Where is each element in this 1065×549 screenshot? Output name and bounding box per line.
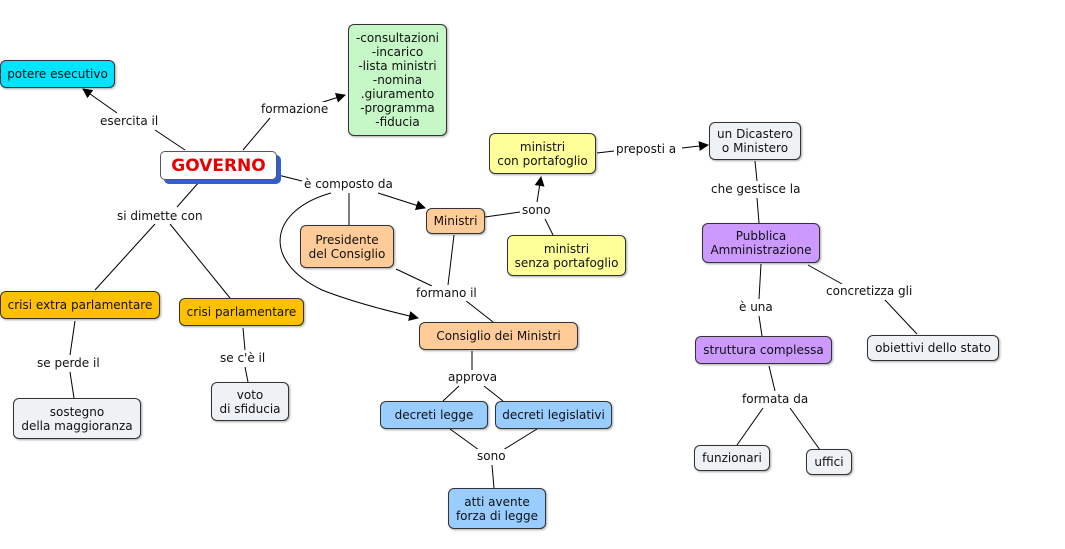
line-preposti-dicastero: [681, 141, 709, 151]
node-decreti-legge[interactable]: decreti legge: [380, 401, 488, 429]
node-struttura-complessa[interactable]: struttura complessa: [695, 336, 832, 364]
line-concretizza-obiettivi: [884, 299, 918, 335]
line-con-preposti: [596, 150, 615, 154]
line-ministri-sono: [484, 211, 521, 218]
node-obiettivi-dello-stato[interactable]: obiettivi dello stato: [867, 335, 999, 361]
line-dlegge-sono: [449, 428, 480, 451]
node-sostegno-maggioranza[interactable]: sostegno della maggioranza: [13, 398, 141, 439]
line-pa-euna: [758, 263, 762, 300]
line-dlegislativi-sono: [502, 428, 538, 451]
link-label-sono-ministri: sono: [520, 203, 553, 218]
line-struttura-formata: [768, 365, 776, 392]
line-esercita-potere: [82, 88, 118, 114]
node-funzionari[interactable]: funzionari: [694, 445, 770, 471]
node-potere-esecutivo[interactable]: potere esecutivo: [0, 60, 115, 88]
link-label-esercita-il: esercita il: [98, 114, 161, 129]
line-sono-atti: [491, 464, 495, 489]
line-dimette-parlamentare: [169, 223, 231, 299]
line-governo-esercita: [154, 129, 186, 151]
line-ministri-formano: [447, 234, 455, 286]
link-label-composto-da: è composto da: [302, 177, 395, 192]
node-ministri-senza-portafoglio[interactable]: ministri senza portafoglio: [507, 235, 626, 276]
line-parlamentare-secce: [242, 327, 246, 351]
line-sono-senza: [544, 218, 554, 236]
line-seperde-sostegno: [69, 371, 75, 399]
link-label-sono-decreti: sono: [475, 449, 508, 464]
line-governo-dimette: [176, 180, 201, 208]
link-label-formazione: formazione: [259, 102, 331, 117]
node-atti-forza-di-legge[interactable]: atti avente forza di legge: [448, 488, 546, 529]
node-ministri-con-portafoglio[interactable]: ministri con portafoglio: [489, 133, 596, 174]
node-voto-di-sfiducia[interactable]: voto di sfiducia: [211, 382, 289, 421]
line-dimette-extra: [94, 223, 156, 291]
link-label-concretizza-gli: concretizza gli: [824, 284, 915, 299]
line-formano-consiglio: [464, 299, 494, 323]
line-approva-dlegislativi: [483, 385, 504, 402]
line-extra-seperde: [69, 320, 76, 356]
node-crisi-parlamentare[interactable]: crisi parlamentare: [179, 298, 304, 326]
node-presidente[interactable]: Presidente del Consiglio: [300, 225, 394, 268]
link-label-approva: approva: [446, 370, 500, 385]
line-approva-dlegge: [442, 385, 460, 402]
link-label-si-dimette-con: si dimette con: [115, 209, 205, 224]
line-composto-consiglio: [279, 192, 419, 321]
node-governo[interactable]: GOVERNO: [160, 151, 277, 180]
link-label-e-una: è una: [737, 300, 775, 315]
node-uffici[interactable]: uffici: [806, 449, 852, 475]
line-formata-funzionari: [736, 407, 764, 446]
node-decreti-legislativi[interactable]: decreti legislativi: [495, 401, 612, 429]
line-governo-composto: [277, 174, 303, 182]
node-pubblica-amministrazione[interactable]: Pubblica Amministrazione: [702, 223, 820, 263]
node-formazione-steps[interactable]: -consultazioni -incarico -lista ministri…: [348, 24, 447, 136]
line-euna-struttura: [758, 315, 763, 337]
node-dicastero[interactable]: un Dicastero o Ministero: [709, 122, 801, 160]
line-formazione-steps: [319, 92, 346, 104]
line-composto-ministri: [377, 192, 426, 211]
line-presidente-formano: [395, 268, 433, 287]
link-label-che-gestisce-la: che gestisce la: [709, 182, 803, 197]
link-label-se-perde-il: se perde il: [35, 356, 102, 371]
node-ministri[interactable]: Ministri: [426, 208, 485, 234]
line-sono-con: [534, 176, 545, 203]
link-label-se-ce-il: se c'è il: [218, 351, 268, 366]
link-label-formata-da: formata da: [740, 392, 811, 407]
node-consiglio-dei-ministri[interactable]: Consiglio dei Ministri: [419, 322, 578, 350]
link-label-preposti-a: preposti a: [614, 142, 679, 157]
line-governo-formazione: [242, 117, 271, 151]
line-gestisce-pa: [756, 197, 760, 224]
node-crisi-extra-parlamentare[interactable]: crisi extra parlamentare: [0, 291, 160, 319]
link-label-formano-il: formano il: [414, 286, 479, 301]
line-pa-concretizza: [807, 264, 843, 285]
line-secce-voto: [244, 366, 249, 383]
line-dicastero-gestisce: [754, 160, 758, 182]
line-formata-uffici: [789, 407, 821, 451]
